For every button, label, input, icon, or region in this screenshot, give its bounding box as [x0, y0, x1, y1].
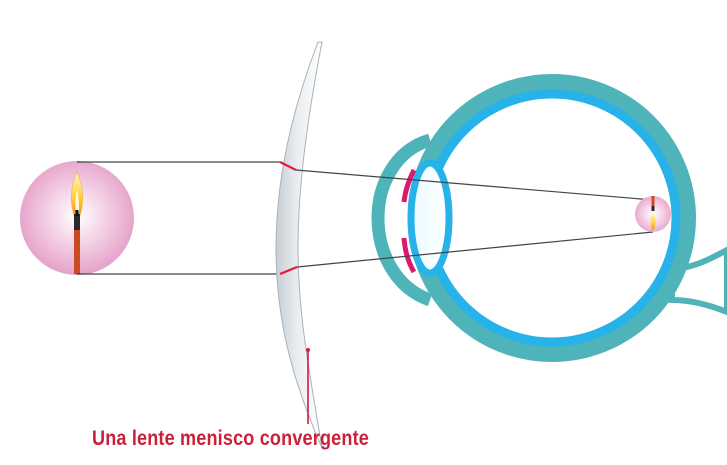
- cornea: [371, 133, 433, 307]
- inverted-candle-icon: [650, 196, 656, 231]
- upper-refraction-mark: [279, 161, 297, 171]
- refracted-rays: [295, 169, 654, 268]
- candle-icon: [71, 171, 83, 274]
- crystalline-lens: [407, 159, 453, 277]
- upper-refracted-ray: [295, 169, 654, 201]
- meniscus-lens: [275, 41, 323, 449]
- retinal-image: [635, 196, 671, 232]
- lens-caption: Una lente menisco convergente: [92, 427, 369, 450]
- eye-icon: [371, 74, 727, 362]
- optic-nerve: [669, 246, 727, 316]
- object-candle: [20, 161, 134, 275]
- upper-iris: [401, 168, 417, 203]
- caption-pointer: [306, 348, 310, 424]
- incident-rays: [77, 161, 280, 275]
- lower-refracted-ray: [296, 231, 654, 268]
- lower-refraction-mark: [279, 265, 298, 276]
